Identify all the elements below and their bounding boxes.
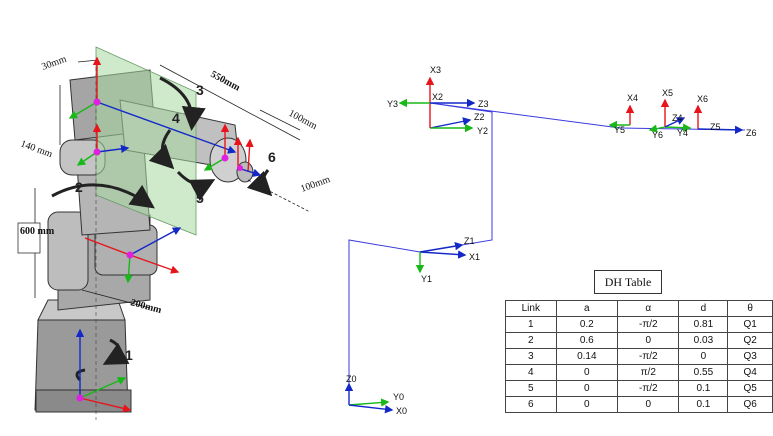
cell: Q4	[727, 364, 773, 381]
dim-30mm: 30mm	[40, 54, 68, 73]
label-x3: X3	[430, 65, 441, 75]
robot-frames	[68, 56, 262, 413]
cell: Q1	[727, 316, 773, 333]
cell: 0	[555, 380, 619, 397]
cell: 0.6	[555, 332, 619, 349]
label-x5: X5	[662, 88, 673, 98]
header-theta: θ	[727, 300, 773, 317]
label-y0: Y0	[393, 392, 404, 402]
cell: 0.14	[555, 348, 619, 365]
header-alpha: α	[617, 300, 680, 317]
table-row: 5 0 -π/2 0.1 Q5	[505, 380, 773, 397]
frame-0: Z0 Y0 X0	[344, 374, 407, 416]
table-row: 1 0.2 -π/2 0.81 Q1	[505, 316, 773, 333]
dim-100mm-bottom: 100mm	[299, 174, 332, 195]
cell: -π/2	[617, 316, 680, 333]
cell: 0.2	[555, 316, 619, 333]
label-y3: Y3	[387, 99, 398, 109]
cell: 0	[617, 332, 680, 349]
label-y2: Y2	[477, 126, 488, 136]
label-z6: Z6	[746, 128, 757, 138]
table-row: 6 0 0 0.1 Q6	[505, 396, 773, 413]
frame-3: X3 Y3 X2 Z3	[387, 65, 489, 109]
frame-4-5-6: X4 X5 X6 Z4 Y5 Y6 Y4 Z5 Z6	[608, 88, 757, 140]
label-z3: Z3	[478, 99, 489, 109]
cell: 0	[617, 396, 680, 413]
header-a: a	[555, 300, 619, 317]
cell: 0.81	[678, 316, 729, 333]
label-x0: X0	[396, 406, 407, 416]
dim-600mm: 600 mm	[20, 226, 55, 237]
joint-number-4: 4	[172, 110, 180, 126]
joint-number-6: 6	[268, 149, 276, 165]
label-z0: Z0	[346, 374, 357, 384]
cell: 3	[505, 348, 557, 365]
cell: 1	[505, 316, 557, 333]
cell: 0	[555, 364, 619, 381]
cell: 0.55	[678, 364, 729, 381]
dim-100mm-top: 100mm	[287, 108, 319, 132]
cell: -π/2	[617, 348, 680, 365]
header-link: Link	[505, 300, 557, 317]
frame-1: Z1 X1 Y1	[415, 236, 480, 284]
label-x2: X2	[432, 92, 443, 102]
label-y5: Y5	[614, 125, 625, 135]
cell: Q2	[727, 332, 773, 349]
joint-number-3: 3	[196, 82, 204, 98]
label-y1: Y1	[421, 274, 432, 284]
kinematic-skeleton: Z0 Y0 X0 Z1 X1 Y1 Z2 Y2 X3 Y3	[344, 65, 757, 416]
cell: 0	[555, 396, 619, 413]
joint-number-2: 2	[75, 179, 83, 195]
cell: 0.1	[678, 396, 729, 413]
header-d: d	[678, 300, 729, 317]
frame-2: Z2 Y2	[429, 103, 488, 136]
dh-table-title: DH Table	[594, 270, 662, 294]
cell: π/2	[617, 364, 680, 381]
cell: 4	[505, 364, 557, 381]
label-x4: X4	[627, 93, 638, 103]
robot-illustration: 30mm 550mm 100mm 140 mm 600 mm 200mm 100…	[17, 46, 332, 420]
cell: 5	[505, 380, 557, 397]
cell: 6	[505, 396, 557, 413]
dim-140mm: 140 mm	[19, 138, 54, 160]
cell: 0.03	[678, 332, 729, 349]
label-x1: X1	[469, 252, 480, 262]
cell: 2	[505, 332, 557, 349]
cell: 0	[678, 348, 729, 365]
dh-header-row: Link a α d θ	[505, 300, 773, 317]
joint-number-1: 1	[125, 347, 133, 363]
label-y4: Y4	[677, 128, 688, 138]
dim-200mm: 200mm	[129, 297, 163, 316]
label-y6: Y6	[652, 130, 663, 140]
label-z1: Z1	[464, 236, 475, 246]
label-x6: X6	[697, 94, 708, 104]
cell: 0.1	[678, 380, 729, 397]
table-row: 2 0.6 0 0.03 Q2	[505, 332, 773, 349]
label-z4: Z4	[672, 113, 683, 123]
joint-number-5: 5	[196, 190, 204, 206]
cell: Q6	[727, 396, 773, 413]
dim-550mm: 550mm	[209, 69, 243, 94]
cell: -π/2	[617, 380, 680, 397]
cell: Q3	[727, 348, 773, 365]
label-z5: Z5	[710, 122, 721, 132]
cell: Q5	[727, 380, 773, 397]
label-z2: Z2	[474, 112, 485, 122]
table-row: 3 0.14 -π/2 0 Q3	[505, 348, 773, 365]
table-row: 4 0 π/2 0.55 Q4	[505, 364, 773, 381]
dh-table: Link a α d θ 1 0.2 -π/2 0.81 Q1 2 0.6 0 …	[505, 300, 773, 413]
